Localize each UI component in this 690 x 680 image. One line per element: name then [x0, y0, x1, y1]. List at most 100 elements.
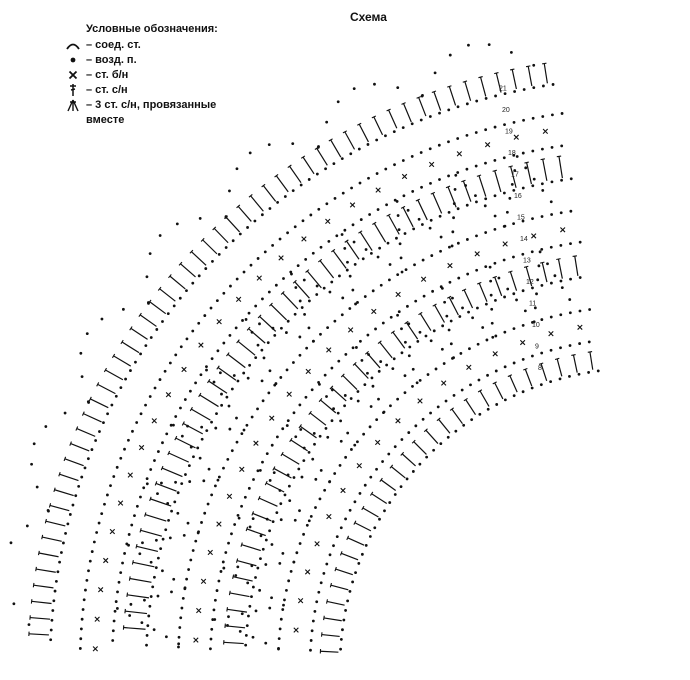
chain-stitch-dot [437, 143, 441, 147]
double-crochet-top [430, 191, 436, 195]
double-crochet-mark [479, 390, 490, 407]
chain-stitch-dot [213, 598, 217, 602]
double-crochet-top [248, 193, 253, 198]
chain-stitch-dot [356, 301, 359, 304]
chain-stitch-dot [307, 519, 311, 523]
chain-stitch-dot [569, 242, 572, 246]
chain-stitch-dot [77, 484, 81, 488]
chain-stitch-dot [531, 184, 535, 188]
chain-stitch-dot [384, 134, 387, 138]
chain-stitch-dot [559, 313, 563, 317]
chain-stitch-dot [416, 340, 420, 343]
chain-stitch-dot [356, 399, 360, 403]
chain-stitch-dot [318, 382, 321, 386]
chain-stitch-dot [238, 629, 242, 633]
chain-stitch-dot [247, 614, 250, 618]
chain-stitch-dot [311, 339, 315, 343]
chain-stitch-dot [235, 416, 238, 420]
single-crochet-mark [286, 391, 292, 397]
double-crochet-top [478, 76, 483, 79]
chain-stitch-dot [80, 475, 84, 479]
chain-stitch-dot [342, 618, 346, 622]
chain-stitch-dot [456, 105, 460, 109]
chain-stitch-dot [263, 250, 267, 254]
chain-stitch-dot [224, 246, 228, 249]
chain-stitch-dot [353, 443, 357, 447]
chain-stitch-dot [356, 440, 359, 444]
chain-stitch-dot [305, 523, 309, 527]
double-crochet-top [48, 503, 52, 508]
double-crochet-mark [246, 528, 266, 537]
chain-stitch-dot [92, 540, 96, 544]
chain-stitch-dot [166, 312, 170, 316]
double-crochet-top [508, 165, 513, 168]
double-crochet-top [226, 352, 230, 357]
chain-stitch-dot [459, 352, 463, 355]
chain-stitch-dot [167, 519, 170, 522]
chain-stitch-dot [291, 142, 295, 146]
chain-stitch-dot [344, 609, 347, 612]
chain-stitch-dot [578, 342, 582, 345]
chain-stitch-dot [425, 455, 429, 459]
chain-stitch-dot [326, 435, 330, 439]
chain-stitch-dot [127, 543, 130, 547]
chain-stitch-dot [348, 589, 352, 593]
chain-stitch-dot [292, 411, 296, 415]
arc-rows [49, 83, 600, 652]
chain-stitch-dot [164, 528, 168, 532]
chain-stitch-dot [388, 278, 391, 282]
double-crochet-top [492, 275, 497, 279]
chain-stitch-dot [285, 424, 289, 427]
double-crochet-mark [525, 266, 533, 287]
chain-stitch-dot [259, 534, 263, 538]
chain-stitch-dot [224, 551, 228, 554]
double-crochet-mark [31, 600, 52, 605]
chain-stitch-dot [465, 203, 469, 207]
chain-stitch-dot [121, 561, 124, 565]
chain-stitch-dot [266, 341, 270, 345]
double-crochet-top [318, 397, 323, 403]
chain-stitch-dot [377, 397, 380, 401]
chain-stitch-dot [50, 618, 54, 622]
double-crochet-mark [232, 576, 253, 582]
chain-stitch-dot [512, 292, 516, 296]
chain-stitch-dot [256, 566, 260, 570]
double-crochet-mark [478, 282, 488, 302]
chain-stitch-dot [82, 598, 86, 602]
chain-stitch-dot [486, 407, 490, 411]
chain-stitch-dot [130, 523, 134, 527]
chain-stitch-dot [275, 435, 279, 439]
double-crochet-mark [250, 195, 264, 212]
double-crochet-mark [320, 650, 339, 653]
chain-stitch-dot [375, 138, 379, 142]
chain-stitch-dot [216, 478, 220, 482]
chain-stitch-dot [153, 386, 157, 390]
double-crochet-mark [213, 227, 229, 244]
chain-stitch-dot [305, 346, 309, 350]
double-crochet-top [240, 542, 243, 547]
chain-stitch-dot [185, 337, 189, 341]
chain-stitch-dot [371, 289, 375, 293]
chain-stitch-dot [179, 406, 182, 410]
chain-stitch-dot [493, 194, 497, 198]
double-crochet-top [361, 505, 365, 511]
chain-row [209, 240, 582, 651]
double-crochet-top [226, 607, 229, 612]
chain-stitch-dot [532, 320, 536, 324]
chain-stitch-dot [339, 439, 343, 443]
chain-stitch-dot [366, 143, 370, 146]
chain-stitch-dot [116, 590, 119, 594]
double-crochet-top [415, 198, 421, 202]
chain-stitch-dot [302, 446, 306, 450]
chain-stitch-dot [270, 443, 274, 447]
chain-stitch-dot [90, 550, 94, 553]
chain-stitch-dot [450, 244, 454, 248]
single-crochet-mark [375, 187, 381, 193]
chain-stitch-dot [309, 213, 313, 217]
double-crochet-row [223, 255, 579, 645]
chain-stitch-dot [325, 202, 329, 206]
chain-stitch-dot [503, 295, 506, 299]
chain-stitch-dot [550, 113, 554, 117]
double-crochet-mark [542, 159, 548, 181]
